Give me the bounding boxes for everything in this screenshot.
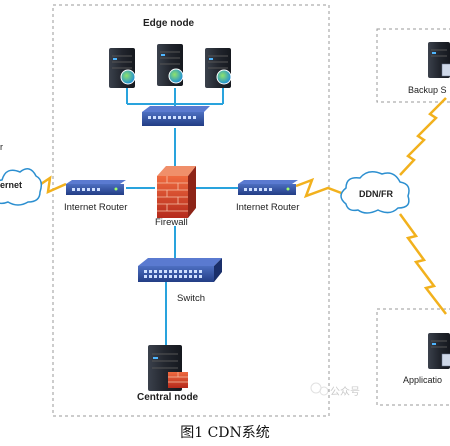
internet-label: ernet — [0, 180, 23, 190]
firewall-label: Firewall — [155, 217, 188, 228]
cdn-boundary — [52, 4, 330, 417]
central-node-label: Central node — [137, 392, 199, 403]
application-boundary — [376, 308, 450, 406]
edge-server-1 — [109, 48, 136, 88]
edge-node-label: Edge node — [143, 18, 195, 29]
main-switch-icon — [138, 258, 222, 282]
left-router-label: Internet Router — [64, 202, 128, 213]
edge-server-3 — [205, 48, 232, 88]
watermark-logo-icon — [310, 382, 329, 396]
ddn-label: DDN/FR — [359, 189, 393, 199]
firewall-icon — [157, 166, 196, 218]
central-firewall-badge-icon — [168, 372, 188, 388]
internet-cloud-icon — [0, 168, 43, 206]
edge-switch-icon — [142, 106, 210, 126]
application-server-icon — [428, 333, 450, 369]
right-router-icon — [238, 180, 298, 195]
watermark-text: 公众号 — [330, 387, 360, 398]
central-server-icon — [148, 345, 188, 391]
switch-label: Switch — [177, 293, 205, 304]
backup-server-icon — [428, 42, 450, 78]
ddn-cloud-icon — [340, 171, 410, 214]
backup-boundary — [376, 28, 450, 103]
wan-links — [37, 97, 447, 315]
figure-caption: 图1 CDN系统 — [180, 425, 270, 441]
links — [126, 83, 238, 348]
right-router-label: Internet Router — [236, 202, 300, 213]
internet-top-label: r — [0, 142, 3, 152]
left-router-icon — [66, 180, 126, 195]
application-label: Applicatio — [403, 375, 443, 385]
edge-server-2 — [157, 44, 184, 86]
backup-label: Backup S — [408, 85, 447, 95]
